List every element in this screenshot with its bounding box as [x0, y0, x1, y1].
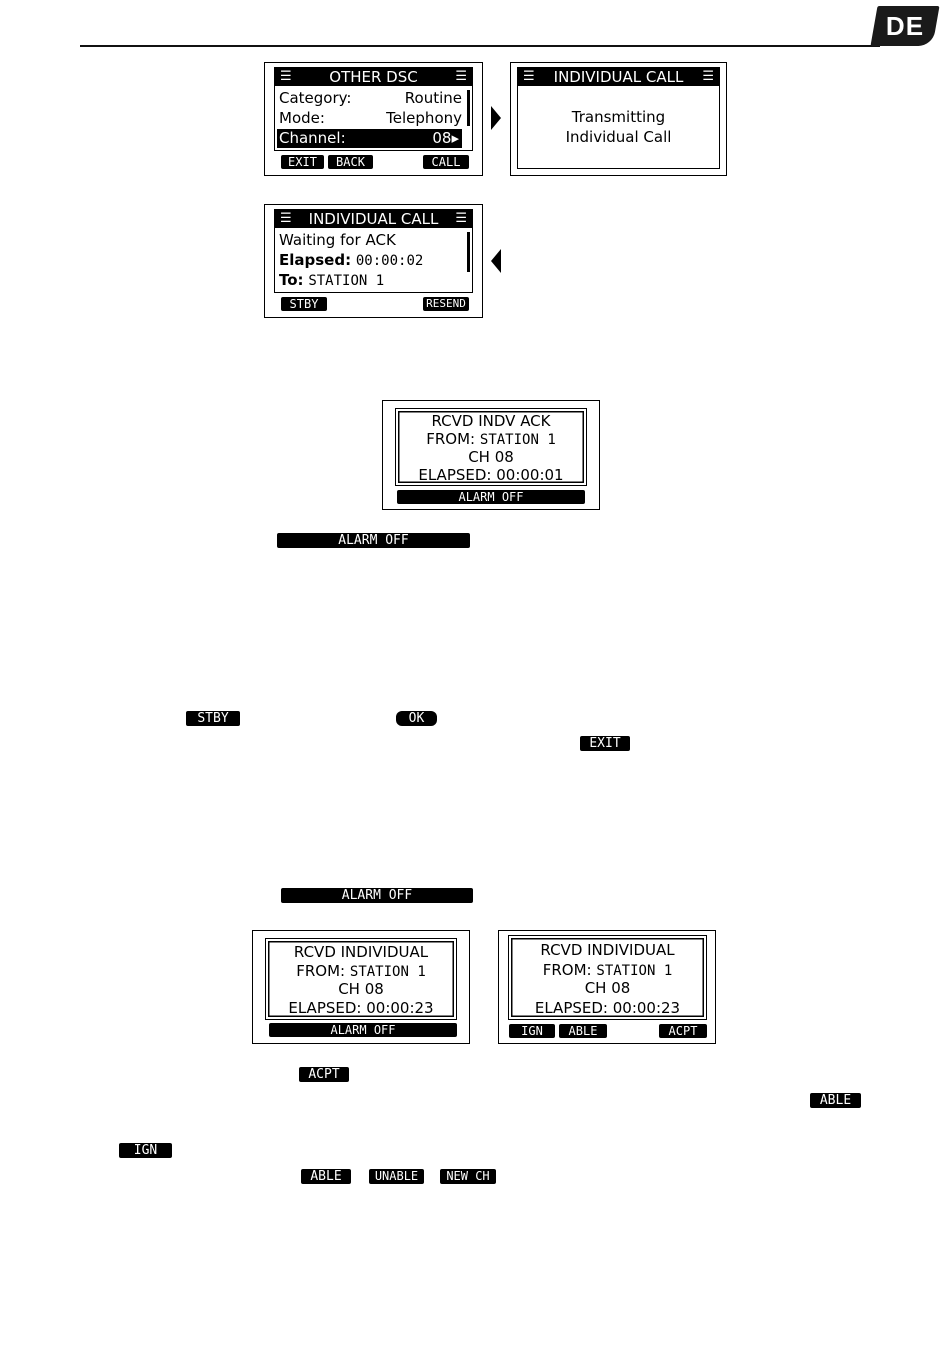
menu-icon: ☰ [702, 69, 714, 84]
lcd-rcvd-individual-options: RCVD INDIVIDUAL FROM: STATION 1 CH 08 EL… [498, 930, 716, 1044]
key-alarm-off: ALARM OFF [281, 888, 473, 903]
from-value: STATION 1 [596, 963, 673, 979]
lcd-individual-call-transmitting: ☰ INDIVIDUAL CALL ☰ Transmitting Individ… [510, 62, 727, 176]
softkey-acpt: ACPT [659, 1024, 707, 1038]
softkey-resend: RESEND [423, 297, 469, 311]
key-able: ABLE [301, 1169, 351, 1184]
channel-line: CH 08 [468, 448, 514, 466]
lcd-screen: RCVD INDIVIDUAL FROM: STATION 1 CH 08 EL… [265, 938, 457, 1020]
from-line: FROM: STATION 1 [266, 962, 456, 980]
key-able: ABLE [810, 1093, 861, 1108]
language-tab: DE [870, 6, 940, 46]
rcvd-title: RCVD INDIVIDUAL [540, 941, 675, 959]
key-unable: UNABLE [369, 1169, 424, 1184]
elapsed-label: Elapsed: [279, 251, 352, 269]
to-value: STATION 1 [308, 273, 385, 289]
arrow-left-icon [491, 249, 501, 273]
row-value: Telephony [386, 109, 462, 127]
screen-title-bar: ☰ INDIVIDUAL CALL ☰ [518, 68, 719, 86]
elapsed-line: ELAPSED: 00:00:23 [288, 999, 434, 1017]
screen-title: OTHER DSC [329, 68, 418, 86]
from-label: FROM: [542, 961, 592, 979]
mode-row: Mode: Telephony [279, 109, 462, 128]
elapsed-line: ELAPSED: 00:00:01 [418, 466, 564, 484]
softkey-stby: STBY [281, 297, 327, 311]
scrollbar [467, 90, 470, 126]
header-rule [80, 45, 880, 47]
status-line: Transmitting [571, 108, 666, 126]
menu-icon: ☰ [280, 69, 292, 84]
row-value: Routine [404, 89, 462, 107]
softkey-alarm-off: ALARM OFF [397, 490, 585, 504]
softkey-able: ABLE [559, 1024, 607, 1038]
lcd-screen: RCVD INDIVIDUAL FROM: STATION 1 CH 08 EL… [508, 935, 707, 1020]
from-label: FROM: [426, 430, 476, 448]
softkey-back: BACK [328, 155, 373, 169]
menu-icon: ☰ [455, 69, 467, 84]
row-label: Channel: [279, 129, 346, 147]
from-line: FROM: STATION 1 [509, 961, 706, 979]
screen-title-bar: ☰ OTHER DSC ☰ [275, 68, 472, 86]
channel-line: CH 08 [338, 980, 384, 998]
category-row: Category: Routine [279, 89, 462, 108]
from-value: STATION 1 [479, 432, 556, 448]
elapsed-value: 00:00:02 [355, 253, 424, 269]
softkey-ign: IGN [509, 1024, 555, 1038]
lcd-screen: ☰ INDIVIDUAL CALL ☰ Waiting for ACK Elap… [274, 209, 473, 293]
key-acpt: ACPT [299, 1067, 349, 1082]
status-line: Individual Call [565, 128, 672, 146]
key-alarm-off: ALARM OFF [277, 533, 470, 548]
key-ign: IGN [119, 1143, 172, 1158]
lcd-screen: ☰ INDIVIDUAL CALL ☰ Transmitting Individ… [517, 67, 720, 169]
softkey-exit: EXIT [281, 155, 324, 169]
key-exit: EXIT [580, 736, 630, 751]
row-label: Category: [279, 89, 352, 107]
from-label: FROM: [296, 962, 346, 980]
from-value: STATION 1 [349, 964, 426, 980]
key-ok: OK [396, 711, 437, 726]
rcvd-title: RCVD INDIVIDUAL [293, 943, 429, 961]
menu-icon: ☰ [455, 211, 467, 226]
row-label: Mode: [279, 109, 325, 127]
to-label: To: [279, 271, 304, 289]
softkey-alarm-off: ALARM OFF [269, 1023, 457, 1037]
to-row: To: STATION 1 [279, 271, 462, 290]
screen-title-bar: ☰ INDIVIDUAL CALL ☰ [275, 210, 472, 228]
from-line: FROM: STATION 1 [396, 430, 586, 448]
arrow-right-icon [491, 106, 501, 130]
lcd-rcvd-individual-alarm: RCVD INDIVIDUAL FROM: STATION 1 CH 08 EL… [252, 930, 470, 1044]
row-value: 08▸ [432, 129, 459, 147]
elapsed-line: ELAPSED: 00:00:23 [534, 999, 681, 1017]
status-row: Waiting for ACK [279, 231, 396, 249]
lcd-screen: ☰ OTHER DSC ☰ Category: Routine Mode: Te… [274, 67, 473, 151]
scrollbar [467, 232, 470, 272]
lcd-screen: RCVD INDV ACK FROM: STATION 1 CH 08 ELAP… [395, 408, 587, 486]
channel-line: CH 08 [584, 979, 631, 997]
elapsed-row: Elapsed: 00:00:02 [279, 251, 462, 270]
key-stby: STBY [186, 711, 240, 726]
lcd-other-dsc: ☰ OTHER DSC ☰ Category: Routine Mode: Te… [264, 62, 483, 176]
menu-icon: ☰ [280, 211, 292, 226]
channel-row: Channel: 08▸ [277, 129, 462, 148]
menu-icon: ☰ [523, 69, 535, 84]
screen-title: INDIVIDUAL CALL [553, 68, 684, 86]
screen-title: INDIVIDUAL CALL [308, 210, 439, 228]
lcd-rcvd-indv-ack: RCVD INDV ACK FROM: STATION 1 CH 08 ELAP… [382, 400, 600, 510]
softkey-call: CALL [423, 155, 469, 169]
lcd-individual-call-waiting: ☰ INDIVIDUAL CALL ☰ Waiting for ACK Elap… [264, 204, 483, 318]
ack-title: RCVD INDV ACK [431, 412, 551, 430]
key-new-ch: NEW CH [440, 1169, 496, 1184]
